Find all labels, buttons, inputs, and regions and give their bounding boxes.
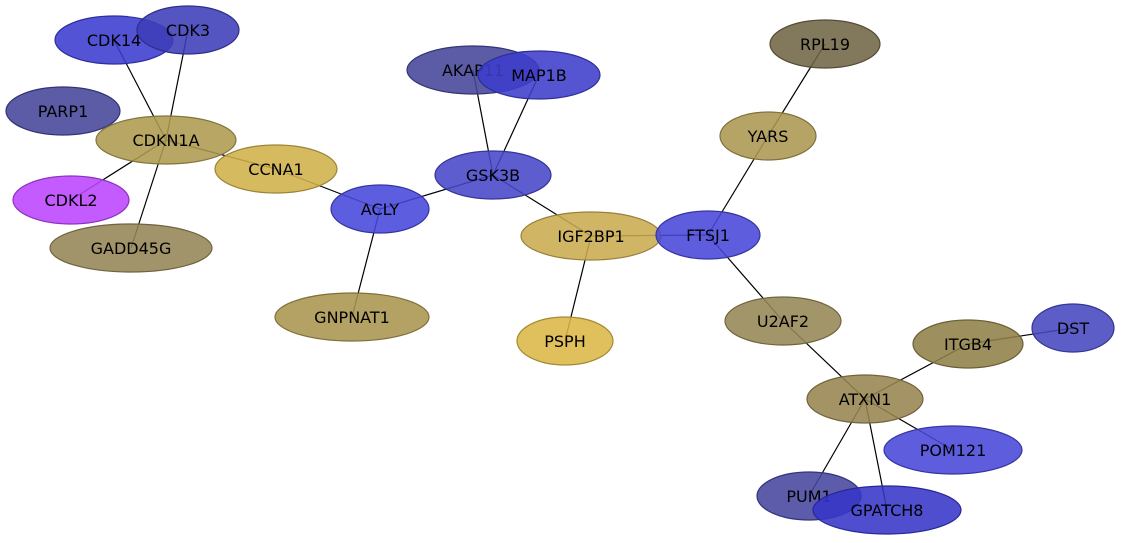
node-ellipse — [95, 115, 237, 165]
node-label: ATXN1 — [839, 390, 892, 409]
node-cdkl2[interactable]: CDKL2 — [12, 175, 130, 225]
node-atxn1[interactable]: ATXN1 — [806, 374, 924, 424]
node-dst[interactable]: DST — [1031, 303, 1115, 353]
node-yars[interactable]: YARS — [719, 111, 817, 161]
node-ellipse — [812, 485, 962, 535]
node-ellipse — [806, 374, 924, 424]
node-ellipse — [136, 5, 240, 55]
node-ellipse — [5, 86, 121, 136]
node-label: YARS — [747, 127, 789, 146]
node-ellipse — [769, 19, 881, 69]
node-label: GSK3B — [466, 166, 520, 185]
node-pom121[interactable]: POM121 — [883, 425, 1023, 475]
node-label: MAP1B — [511, 66, 567, 85]
node-label: CDK14 — [87, 31, 141, 50]
node-u2af2[interactable]: U2AF2 — [724, 296, 842, 346]
node-gadd45g[interactable]: GADD45G — [49, 223, 213, 273]
node-map1b[interactable]: MAP1B — [477, 50, 601, 100]
node-cdkn1a[interactable]: CDKN1A — [95, 115, 237, 165]
node-ellipse — [477, 50, 601, 100]
node-gsk3b[interactable]: GSK3B — [434, 150, 552, 200]
node-ellipse — [12, 175, 130, 225]
node-gnpnat1[interactable]: GNPNAT1 — [274, 292, 430, 342]
node-ellipse — [214, 144, 338, 194]
node-ellipse — [330, 184, 430, 234]
node-label: PSPH — [544, 332, 585, 351]
node-ellipse — [1031, 303, 1115, 353]
node-cdk3[interactable]: CDK3 — [136, 5, 240, 55]
node-label: CDK3 — [166, 21, 210, 40]
node-label: CDKN1A — [132, 131, 199, 150]
node-label: GPATCH8 — [851, 501, 924, 520]
node-label: CCNA1 — [248, 160, 303, 179]
node-ellipse — [274, 292, 430, 342]
node-ellipse — [912, 319, 1024, 369]
node-ellipse — [655, 210, 761, 260]
node-ellipse — [724, 296, 842, 346]
node-label: U2AF2 — [757, 312, 809, 331]
node-label: CDKL2 — [44, 191, 97, 210]
node-label: ACLY — [361, 200, 400, 219]
node-acly[interactable]: ACLY — [330, 184, 430, 234]
node-psph[interactable]: PSPH — [516, 316, 614, 366]
node-label: POM121 — [920, 441, 987, 460]
node-label: GNPNAT1 — [314, 308, 390, 327]
node-igf2bp1[interactable]: IGF2BP1 — [520, 211, 662, 261]
node-label: IGF2BP1 — [557, 227, 624, 246]
node-rpl19[interactable]: RPL19 — [769, 19, 881, 69]
node-itgb4[interactable]: ITGB4 — [912, 319, 1024, 369]
node-ftsj1[interactable]: FTSJ1 — [655, 210, 761, 260]
node-ccna1[interactable]: CCNA1 — [214, 144, 338, 194]
node-label: RPL19 — [800, 35, 850, 54]
node-ellipse — [49, 223, 213, 273]
node-ellipse — [516, 316, 614, 366]
node-gpatch8[interactable]: GPATCH8 — [812, 485, 962, 535]
node-ellipse — [719, 111, 817, 161]
node-label: ITGB4 — [944, 335, 992, 354]
node-label: GADD45G — [91, 239, 172, 258]
node-label: PARP1 — [38, 102, 89, 121]
node-label: DST — [1057, 319, 1089, 338]
node-parp1[interactable]: PARP1 — [5, 86, 121, 136]
node-ellipse — [434, 150, 552, 200]
node-label: FTSJ1 — [686, 226, 730, 245]
node-ellipse — [883, 425, 1023, 475]
